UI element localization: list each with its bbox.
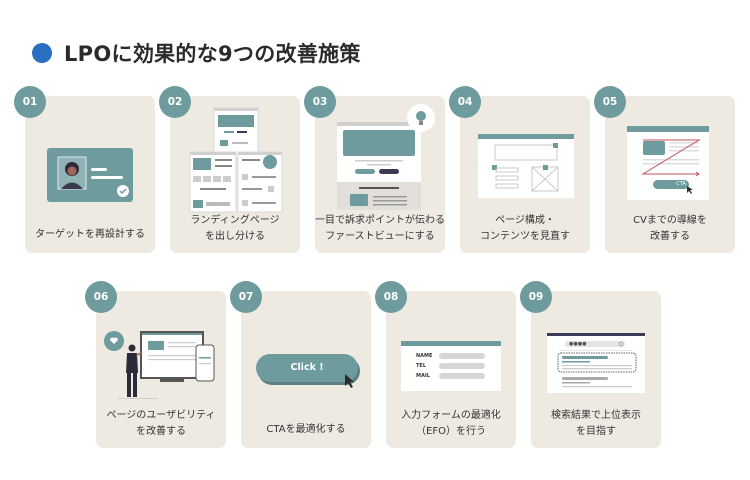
measure-card-07: 07 Click ! CTAを最適化する bbox=[230, 281, 371, 448]
step-badge: 02 bbox=[159, 86, 191, 118]
cta-text: CTA bbox=[676, 181, 686, 187]
measure-label: ページのユーザビリティ を改善する bbox=[106, 410, 216, 437]
profile-card-check-icon bbox=[47, 148, 133, 202]
measure-card-01: 01 ターゲットを再設計する bbox=[14, 86, 155, 253]
measure-label: CVまでの導線を 改善する bbox=[633, 215, 707, 242]
multiple-landing-pages-icon bbox=[189, 107, 283, 213]
page-header: LPOに効果的な9つの改善施策 bbox=[32, 38, 361, 68]
click-button-icon bbox=[256, 354, 360, 388]
measure-card-06: 06 ページのユーザビリティ を改善する bbox=[85, 281, 226, 448]
first-view-lightbulb-icon bbox=[337, 104, 435, 210]
search-results-icon bbox=[547, 333, 645, 393]
measure-label: CTAを最適化する bbox=[266, 424, 346, 435]
click-button-text: Click ! bbox=[290, 362, 324, 373]
measure-label: ページ構成・ コンテンツを見直す bbox=[480, 215, 570, 242]
usability-person-screen-icon bbox=[104, 331, 215, 399]
measure-label: ターゲットを再設計する bbox=[35, 229, 145, 240]
step-badge: 09 bbox=[520, 281, 552, 313]
measure-label: ランディングページ を出し分ける bbox=[190, 215, 280, 242]
step-badge: 03 bbox=[304, 86, 336, 118]
search-query-text: ●●●● bbox=[569, 341, 587, 347]
page-title: LPOに効果的な9つの改善施策 bbox=[64, 42, 361, 66]
measure-label: 検索結果で上位表示 を目指す bbox=[551, 410, 641, 437]
measure-card-08: 08 NAME TEL MAIL 入力フォームの最適化 （EFO）を行う bbox=[375, 281, 516, 448]
step-badge: 01 bbox=[14, 86, 46, 118]
measure-label: 一目で訴求ポイントが伝わる ファーストビューにする bbox=[315, 215, 445, 242]
step-badge: 05 bbox=[594, 86, 626, 118]
form-field-mail: MAIL bbox=[416, 373, 430, 379]
measure-card-02: 02 ランディングページ を出し分ける bbox=[159, 86, 300, 253]
measure-card-05: 05 CTA CVまでの導線を 改善する bbox=[594, 86, 735, 253]
wireframe-layout-icon bbox=[478, 134, 574, 198]
step-badge: 07 bbox=[230, 281, 262, 313]
form-field-tel: TEL bbox=[416, 363, 427, 369]
measure-card-09: 09 ●●●● 検索結果で上位表示 を目指す bbox=[520, 281, 661, 448]
step-badge: 06 bbox=[85, 281, 117, 313]
measure-card-04: 04 ページ構成・ コンテンツを見直す bbox=[449, 86, 590, 253]
step-badge: 08 bbox=[375, 281, 407, 313]
title-bullet-icon bbox=[32, 43, 52, 63]
measure-label: 入力フォームの最適化 （EFO）を行う bbox=[401, 410, 501, 437]
form-field-name: NAME bbox=[416, 353, 433, 359]
entry-form-icon bbox=[401, 341, 501, 391]
step-badge: 04 bbox=[449, 86, 481, 118]
measure-card-03: 03 一目で訴求ポイントが伝わる ファーストビューにする bbox=[304, 86, 445, 253]
cta-flow-icon bbox=[627, 126, 709, 200]
